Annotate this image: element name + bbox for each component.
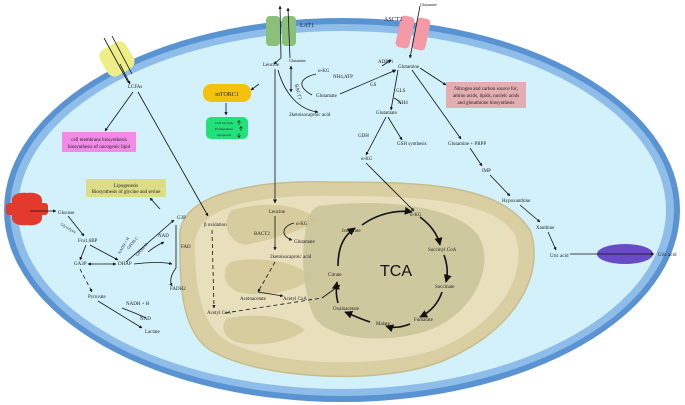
ketoiso-mito-label: 2ketoisocaproic acid bbox=[270, 255, 312, 260]
mitochondrion-crista-2 bbox=[224, 259, 312, 295]
lat1-label: LAT1 bbox=[300, 23, 314, 29]
arrows-cytoplasm bbox=[104, 57, 655, 256]
mtorc1-effect-proliferation: Proliferation bbox=[215, 127, 233, 131]
bact1-label: BACT1 bbox=[293, 84, 302, 101]
nad2-label: NAD bbox=[140, 317, 151, 322]
tca-title: TCA bbox=[380, 263, 412, 280]
lipogenesis-line-1: Lipogenesis bbox=[114, 184, 138, 189]
leucine-cyto-label: Leucine bbox=[263, 63, 280, 68]
asct2-transporter bbox=[395, 5, 431, 59]
lipogenesis-line-2: Biosynthesis of glycine and serine bbox=[92, 190, 161, 195]
gdh-label: GDH bbox=[358, 134, 369, 139]
membrane-lipid-box bbox=[62, 132, 136, 152]
imp-label: IMP bbox=[482, 169, 491, 174]
acetoacetate-label: Acetoacetate bbox=[240, 297, 267, 302]
mitochondrion-crista-3 bbox=[223, 315, 305, 345]
glucose-label: Glucose bbox=[58, 211, 75, 216]
bact2-label: BACT2 bbox=[254, 232, 270, 237]
gls-label: GLS bbox=[396, 89, 406, 94]
tca-region bbox=[303, 202, 485, 339]
mitochondrion-crista-1 bbox=[226, 204, 318, 245]
leucine-mito-label: Leucine bbox=[269, 210, 286, 215]
fad-label: FAD bbox=[181, 245, 191, 250]
uric-acid-label: Uric acid bbox=[550, 254, 569, 259]
uric-acid-ext-label: Uric acid bbox=[658, 253, 677, 258]
akg-mito-label: α-KG bbox=[296, 222, 308, 227]
acetyl-coa-1-label: Acetyl CoA bbox=[207, 311, 231, 316]
fumarate-label: Fumarate bbox=[414, 318, 434, 323]
membrane-lipid-line-2: biosynthesis of oncogenic lipid bbox=[68, 145, 131, 150]
mtorc1-label: mTORC1 bbox=[215, 92, 239, 98]
akg-tca-label: α-KG bbox=[410, 213, 422, 218]
oxaloacetate-label: Oxaloacetate bbox=[333, 307, 360, 312]
lcfa-transporter bbox=[99, 35, 135, 83]
mtorc1-effect-growth: Cell Growth bbox=[215, 121, 233, 125]
glutamine-cyto-label: Glutamine bbox=[398, 65, 420, 70]
lipogenesis-box bbox=[86, 179, 166, 197]
nitrogen-line-2: amino acids, lipids, nucleic acids bbox=[453, 94, 519, 99]
lat1-transporter bbox=[266, 5, 296, 59]
glutamine-prpp-label: Glutamine + PRPP bbox=[448, 142, 486, 147]
membrane-lipid-line-1: cell membrane biosynthesis bbox=[71, 138, 127, 143]
arrows-glycolysis bbox=[30, 197, 216, 329]
citrate-label: Citrate bbox=[328, 273, 342, 278]
nadh-h3-label: NADH + H bbox=[126, 302, 150, 307]
adp-pi-label: ADP,Pi bbox=[378, 60, 393, 65]
dhap-label: DHAP bbox=[118, 262, 132, 267]
ketoiso-cyto-label: 2ketoisocaproic acid bbox=[289, 113, 331, 118]
xanthine-label: Xanthine bbox=[536, 226, 555, 231]
glutamate-cyto-label: Glutamate bbox=[316, 94, 338, 99]
gsh-synthesis-label: GSH synthesis bbox=[397, 142, 427, 147]
glutamine-lat1-label: Glutamine bbox=[289, 58, 306, 63]
glutamate-mito-label: Glutamate bbox=[294, 240, 316, 245]
nh4-label: NH4 bbox=[398, 101, 408, 106]
gs-label: GS bbox=[370, 83, 377, 88]
lactate-label: Lactate bbox=[145, 330, 160, 335]
succinyl-coa-label: Succinyl CoA bbox=[428, 248, 457, 253]
lcfas-label: LCFAs bbox=[128, 85, 142, 90]
fru16bp-label: Fru1,6BP bbox=[78, 239, 98, 244]
malate-label: Malate bbox=[376, 322, 391, 327]
nitrogen-line-1: Nitrogen and carbon source for, bbox=[454, 87, 518, 92]
akg-cyto2-label: α-KG bbox=[361, 157, 373, 162]
tca-cycle-arrows bbox=[331, 206, 452, 333]
acetyl-coa-2-label: Acetyl CoA bbox=[283, 297, 307, 302]
asct2-label: ASCT2 bbox=[384, 17, 402, 23]
hypoxanthine-label: Hypoxanthine bbox=[502, 199, 531, 204]
ga3p-label: GA3P bbox=[74, 262, 87, 267]
nitrogen-box bbox=[446, 82, 526, 108]
mtorc1-box bbox=[203, 84, 251, 102]
fadh2-label: FADH2 bbox=[170, 287, 186, 292]
nh4-atp-label: NH4,ATP bbox=[333, 75, 353, 80]
glutamate-cyto2-label: Glutamate bbox=[376, 111, 398, 116]
succinate-label: Succinate bbox=[435, 285, 455, 290]
nitrogen-line-3: and glutathione biosynthesis bbox=[458, 101, 515, 106]
g3p-label: G3P bbox=[177, 216, 186, 221]
mtorc1-effect-arrows bbox=[237, 120, 243, 138]
beta-oxidation-label: β oxidation bbox=[204, 223, 227, 228]
nad1-label: NAD bbox=[158, 234, 169, 239]
glucose-transporter bbox=[6, 192, 48, 226]
mtorc1-effect-apoptosis: Apoptosis bbox=[217, 133, 232, 137]
pyruvate-label: Pyruvate bbox=[88, 295, 107, 300]
glutamine-external-label: Glutamine bbox=[420, 2, 437, 7]
akg-cyto-label: α-KG bbox=[318, 69, 330, 74]
